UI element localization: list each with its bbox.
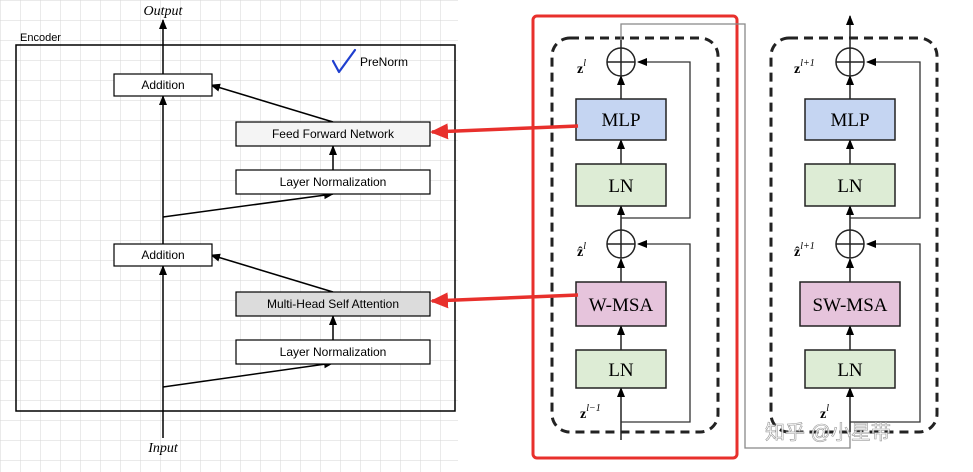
w-msa-label: W-MSA xyxy=(589,295,654,316)
z-in-label-w: zl−1 xyxy=(580,403,601,422)
ffn-label: Feed Forward Network xyxy=(272,127,395,141)
w-msa-box: W-MSA xyxy=(575,281,667,327)
ln-top-label-w: LN xyxy=(608,176,634,197)
ln-bottom-box: Layer Normalization xyxy=(235,339,431,365)
grid-background xyxy=(0,0,458,472)
encoder-frame xyxy=(15,44,456,412)
z-mid-label-w: ẑl xyxy=(577,241,586,260)
residual-connection-1 xyxy=(621,240,691,423)
red-highlight-frame xyxy=(531,14,739,460)
residual-connection-2 xyxy=(621,58,691,219)
input-label: Input xyxy=(147,441,179,456)
encoder-label: Encoder xyxy=(20,32,61,44)
swin-block-sw-msa: MLP LN SW-MSA LN zl+1 ẑl+1 zl xyxy=(769,15,939,434)
z-out-label-w: zl xyxy=(577,58,586,77)
dashed-block-frame xyxy=(550,36,720,434)
sw-msa-label: SW-MSA xyxy=(813,295,888,316)
mhsa-to-addition-arrow xyxy=(210,253,334,293)
ln-top-label-sw: LN xyxy=(837,176,863,197)
residual-connection-4 xyxy=(850,58,921,219)
red-arrow-wmsa-to-mhsa xyxy=(430,292,579,309)
ln-top-label: Layer Normalization xyxy=(280,175,387,189)
red-arrow-mlp-to-ffn xyxy=(430,123,579,140)
branch-to-ln-bottom-arrow xyxy=(162,360,334,388)
mlp-label-2: MLP xyxy=(830,110,869,131)
addition-top-box: Addition xyxy=(113,73,213,97)
connector-to-next-block xyxy=(620,23,851,449)
ln-top-box: Layer Normalization xyxy=(235,169,431,195)
z-out-label-sw: zl+1 xyxy=(794,58,815,77)
z-in-label-sw: zl xyxy=(820,403,829,422)
sw-msa-box: SW-MSA xyxy=(799,281,901,327)
dashed-block-frame-2 xyxy=(769,36,939,434)
ln-bottom-box-sw: LN xyxy=(804,349,896,389)
z-mid-label-sw: ẑl+1 xyxy=(794,241,815,260)
addition-top-label: Addition xyxy=(141,78,184,92)
addition-bottom-label: Addition xyxy=(141,248,184,262)
branch-to-ln-top-arrow xyxy=(162,191,334,218)
prenorm-label: PreNorm xyxy=(360,55,408,69)
checkmark-icon xyxy=(331,48,357,74)
residual-connection-3 xyxy=(850,240,921,423)
watermark-text: 知乎 @小星带 xyxy=(765,421,891,444)
ln-top-box-sw: LN xyxy=(804,163,896,207)
mlp-box-2: MLP xyxy=(804,98,896,141)
ffn-box: Feed Forward Network xyxy=(235,121,431,147)
addition-bottom-box: Addition xyxy=(113,243,213,267)
ln-top-box-w: LN xyxy=(575,163,667,207)
adder-mid-icon xyxy=(606,229,636,259)
mlp-label: MLP xyxy=(601,110,640,131)
left-encoder-diagram: Output Input Encoder PreNorm Addition Fe… xyxy=(0,0,458,472)
ln-bottom-label-w: LN xyxy=(608,360,634,381)
adder-top-icon-2 xyxy=(835,47,865,77)
ln-bottom-label: Layer Normalization xyxy=(280,345,387,359)
swin-block-w-msa: MLP LN W-MSA LN zl ẑl zl−1 xyxy=(531,14,851,460)
ln-bottom-label-sw: LN xyxy=(837,360,863,381)
mhsa-box: Multi-Head Self Attention xyxy=(235,291,431,317)
output-label: Output xyxy=(144,4,184,19)
ln-bottom-box-w: LN xyxy=(575,349,667,389)
ffn-to-addition-arrow xyxy=(210,83,334,123)
adder-top-icon xyxy=(606,47,636,77)
mhsa-label: Multi-Head Self Attention xyxy=(267,297,399,311)
adder-mid-icon-2 xyxy=(835,229,865,259)
mlp-box: MLP xyxy=(575,98,667,141)
